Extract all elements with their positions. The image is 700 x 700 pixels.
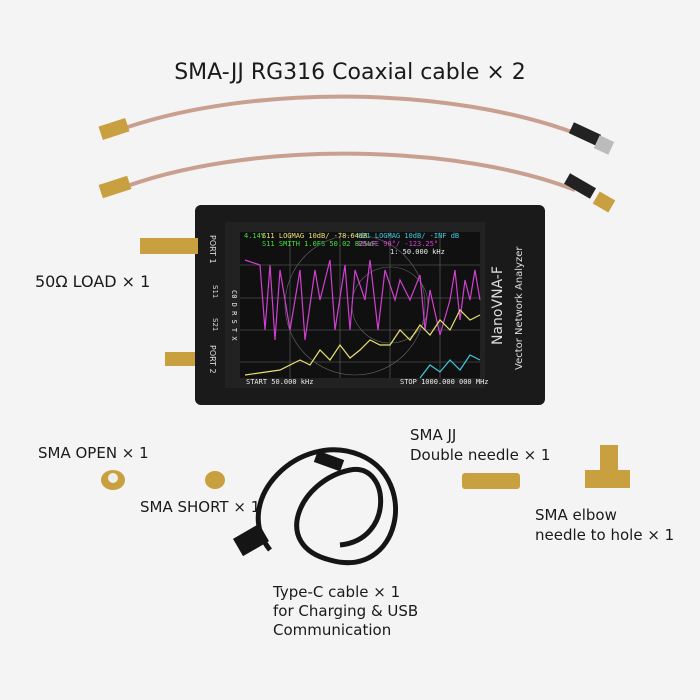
screen-trace4: PHASE 90°/ -123.25° bbox=[358, 240, 438, 248]
typec-label-2: for Charging & USB bbox=[273, 602, 419, 620]
typec-label-3: Communication bbox=[273, 621, 392, 639]
screen-voltage: 4.14V bbox=[244, 232, 266, 240]
load-label: 50Ω LOAD × 1 bbox=[35, 272, 151, 291]
sma-open bbox=[101, 470, 125, 490]
screen-trace3: S11 SMITH 1.0FS 50.02 825uF bbox=[262, 240, 376, 248]
type-c-cable bbox=[233, 447, 398, 565]
nanovna-device: 4.14V S11 LOGMAG 10dB/ -78.64dB S21 LOGM… bbox=[140, 205, 545, 405]
device-subtitle: Vector Network Analyzer bbox=[514, 246, 525, 370]
short-label: SMA SHORT × 1 bbox=[140, 498, 261, 516]
page-title: SMA-JJ RG316 Coaxial cable × 2 bbox=[174, 60, 526, 85]
coaxial-cable-1 bbox=[98, 94, 615, 155]
open-label: SMA OPEN × 1 bbox=[38, 444, 149, 462]
typec-label-1: Type-C cable × 1 bbox=[273, 583, 401, 601]
elbow-label-1: SMA elbow bbox=[535, 506, 617, 524]
sma-jj-adapter bbox=[462, 473, 520, 489]
jj-label-1: SMA JJ bbox=[410, 426, 457, 444]
device-brand: NanoVNA-F bbox=[490, 266, 506, 345]
load-connector bbox=[140, 238, 198, 254]
screen-trace2: S21 LOGMAG 10dB/ -INF dB bbox=[358, 232, 459, 240]
coaxial-cable-2 bbox=[98, 151, 616, 213]
screen-marker: 1: 50.000 kHz bbox=[390, 248, 445, 256]
port2-connector bbox=[165, 352, 195, 366]
elbow-label-2: needle to hole × 1 bbox=[535, 526, 675, 544]
jj-label-2: Double needle × 1 bbox=[410, 446, 551, 464]
sma-short bbox=[205, 471, 225, 489]
cyan-trace bbox=[419, 354, 481, 379]
s21-label: S21 bbox=[211, 318, 219, 331]
yellow-trace bbox=[244, 308, 481, 376]
port1-label: PORT 1 bbox=[208, 235, 217, 264]
screen-stop: STOP 1000.000 000 MHz bbox=[400, 378, 489, 386]
magenta-trace bbox=[244, 259, 481, 341]
screen-trace1: S11 LOGMAG 10dB/ -78.64dB bbox=[262, 232, 367, 240]
sma-elbow-adapter bbox=[585, 445, 630, 488]
s11-label: S11 bbox=[211, 285, 219, 298]
screen-menu: C0 D R S T X bbox=[230, 290, 238, 341]
port2-label: PORT 2 bbox=[208, 345, 217, 374]
screen-start: START 50.000 kHz bbox=[246, 378, 313, 386]
